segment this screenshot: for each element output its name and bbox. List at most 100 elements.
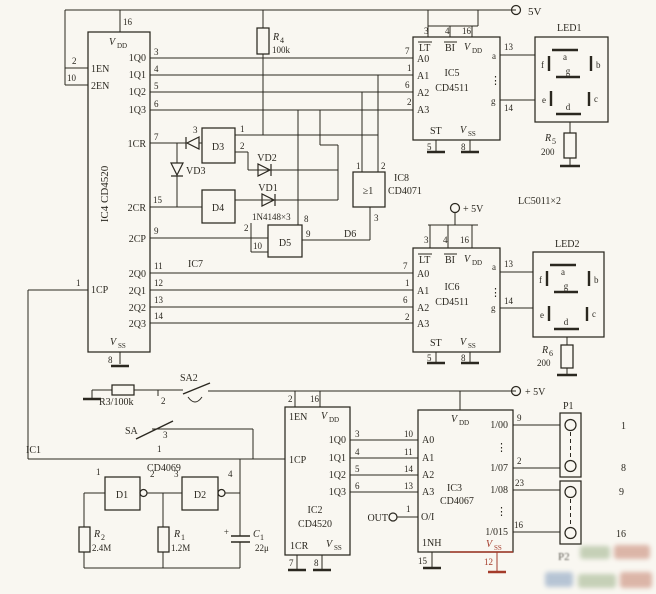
ic4-2q3: 2Q3 (129, 319, 146, 330)
d2-pin4: 4 (228, 469, 233, 479)
ic5-pa3: 2 (407, 97, 412, 107)
resistor-r5: R 5 200 (541, 132, 580, 168)
ic5-vdd: V (464, 42, 472, 53)
led1-seg-d: d (566, 102, 571, 112)
c1-ref: C (253, 529, 260, 540)
ic3-oi: O/I (421, 512, 434, 523)
ic3-p13: 13 (404, 481, 414, 491)
ic6-a0: A0 (417, 269, 429, 280)
d3-pin2: 2 (240, 141, 245, 151)
led1-label: LED1 (557, 23, 581, 34)
ic6-dots: ⋮ (490, 287, 501, 299)
led1-seg-f: f (541, 60, 544, 70)
ic2-vdd: V (321, 411, 329, 422)
ic4-p12: 12 (154, 278, 163, 288)
ic2-p8: 8 (314, 558, 319, 568)
ic2-1q0: 1Q0 (329, 435, 346, 446)
ic6-p5: 5 (427, 353, 432, 363)
cd4069-oscillator: CD4069 D1 1 2 3 D2 4 R 2 2.4M R 1 1.2M +… (78, 463, 269, 553)
ic5-segg: g (491, 96, 496, 106)
vdd-sub: DD (117, 42, 127, 50)
ic5-p16: 16 (462, 26, 472, 36)
sa2-n2: 2 (161, 396, 166, 406)
vd3-label: VD3 (186, 166, 205, 177)
ic5-p3: 3 (424, 26, 429, 36)
ic3-ch3: 1/015 (485, 527, 508, 538)
ic3-p11: 11 (404, 447, 413, 457)
led1-seg-b: b (596, 60, 601, 70)
ic3-dots1: ⋮ (496, 442, 507, 454)
ic5-pa2: 6 (405, 80, 410, 90)
gate-d5 (267, 224, 303, 258)
r2-ref: R (93, 529, 100, 540)
watermark-blur (545, 545, 652, 588)
ic4-p3: 3 (154, 47, 159, 57)
ic3-cd4067: V DD 10 11 14 13 A0 A1 A2 A3 O/I IC3 CD4… (404, 409, 525, 574)
ic2-1q3: 1Q3 (329, 487, 346, 498)
vdd-label: V (109, 37, 117, 48)
ic4-name: IC4 CD4520 (99, 165, 111, 222)
ic3-dots2: ⋮ (496, 506, 507, 518)
ic4-p4: 4 (154, 64, 159, 74)
ic6-vss-sub: SS (468, 342, 476, 350)
ic5-pa1: 1 (407, 63, 412, 73)
ic6-p16: 16 (460, 235, 470, 245)
switch-sa-icon (135, 420, 174, 440)
led2-display: LED2 a f b g e c d (532, 239, 605, 338)
ic3-p14: 14 (404, 464, 414, 474)
resistor-r1 (157, 526, 170, 553)
ic3-a0: A0 (422, 435, 434, 446)
ic3-vss: V (486, 539, 494, 550)
cd4069-label: CD4069 (147, 463, 181, 474)
ic4-pin16: 16 (123, 17, 133, 27)
led2-seg-d: d (564, 317, 569, 327)
ic6-segg: g (491, 303, 496, 313)
ic4-1q2: 1Q2 (129, 87, 146, 98)
ic6-p8: 8 (461, 353, 466, 363)
lc5011-label: LC5011×2 (518, 196, 561, 207)
ic6-vss: V (460, 337, 468, 348)
ic4-1cp: 1CP (91, 285, 109, 296)
ic3-p10: 10 (404, 429, 414, 439)
d1-bubble-icon (139, 488, 148, 498)
p1-r8: 8 (621, 463, 626, 474)
d4-pin2: 2 (244, 223, 249, 233)
r1-val: 1.2M (171, 543, 190, 553)
led1-display: LED1 a f b g e c d (534, 23, 609, 123)
ic4-pen1: 2 (72, 56, 77, 66)
r5-ref: R (544, 133, 551, 144)
ic4-p5: 5 (154, 81, 159, 91)
ic4-p6: 6 (154, 99, 159, 109)
diode-vd1-icon (261, 193, 276, 207)
capacitor-c1-icon (231, 535, 250, 543)
ic2-1q2: 1Q2 (329, 470, 346, 481)
p1-label: P1 (563, 401, 574, 412)
sa-n1: 1 (157, 444, 162, 454)
ic2-p2: 2 (288, 394, 293, 404)
ic3-vss-sub: SS (494, 544, 502, 552)
vd1-label: VD1 (258, 183, 277, 194)
sa-n3: 3 (163, 430, 168, 440)
led2-seg-f: f (539, 275, 542, 285)
ic4-2cr: 2CR (128, 203, 147, 214)
ic5-sega: a (492, 51, 496, 61)
r5-val: 200 (541, 147, 555, 157)
r6-ref: R (541, 345, 548, 356)
r6-val: 200 (537, 358, 551, 368)
label-5v-top: 5V (528, 6, 542, 18)
ic5-vdd-sub: DD (472, 47, 482, 55)
ic4-p15: 15 (153, 195, 163, 205)
ic8-pin3: 3 (374, 213, 379, 223)
vd2-label: VD2 (257, 153, 276, 164)
ic5-a2: A2 (417, 88, 429, 99)
ic2-p6: 6 (355, 481, 360, 491)
ic4-1q1: 1Q1 (129, 70, 146, 81)
ic4-cd4520: 16 V DD IC4 CD4520 2 10 1EN 2EN 1Q0 1Q1 … (67, 17, 164, 368)
wires (27, 9, 571, 570)
out-terminal (388, 512, 398, 522)
ic5-p5: 5 (427, 142, 432, 152)
ic3-a3: A3 (422, 487, 434, 498)
ic6-pa0: 7 (403, 261, 408, 271)
p1-block-a (559, 412, 582, 478)
